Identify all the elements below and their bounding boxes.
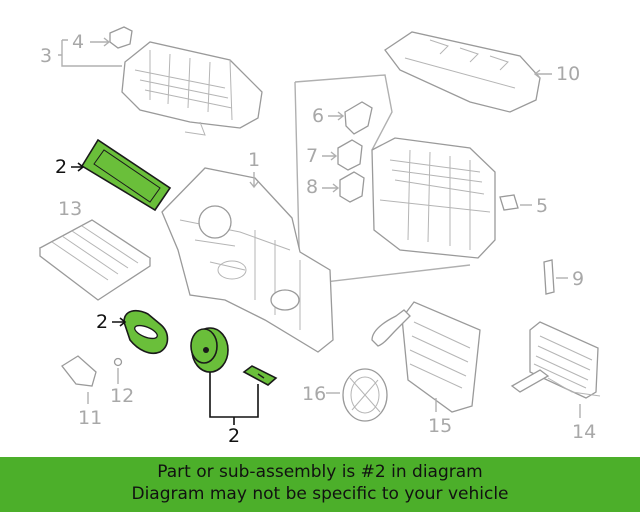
leader-4 [90,37,111,47]
callout-12: 12 [110,385,134,407]
part-9-sensor [543,259,555,295]
part-5-hvac-case [371,137,496,259]
part-5-grommet [499,194,519,211]
part-11-bracket [61,355,97,387]
callout-1: 1 [248,149,260,171]
part-4-clip [109,26,133,49]
part-14-heater-core [510,321,601,399]
part-2-seal [123,309,169,355]
callout-6: 6 [312,105,324,127]
part-2-fan-wheel [190,327,229,373]
part-10-duct [384,31,541,113]
part-7-actuator [337,139,363,171]
leader-10 [533,69,552,79]
callout-3: 3 [40,45,52,67]
leader-2-filter-frame [71,162,85,172]
leader-2-seal [112,317,127,327]
part-6-actuator [344,101,373,135]
callout-9: 9 [572,268,584,290]
callout-11: 11 [78,407,102,429]
banner-line-2: Diagram may not be specific to your vehi… [131,484,509,504]
part-8-actuator [339,171,365,203]
leader-8 [322,183,340,193]
callout-2-filter-frame: 2 [55,156,67,178]
callout-13: 13 [58,198,82,220]
part-16-blower-motor [342,368,388,422]
part-12-clip [113,357,123,367]
part-1-blower-housing [161,167,334,353]
callout-14: 14 [572,421,596,443]
callout-16: 16 [302,383,326,405]
bracket-2-fan [209,372,259,418]
part-2-cabin-filter-frame [80,138,172,212]
callout-8: 8 [306,176,318,198]
banner-line-1: Part or sub-assembly is #2 in diagram [157,462,483,482]
leader-3 [58,39,122,67]
callout-5: 5 [536,195,548,217]
callout-2-fan: 2 [228,425,240,447]
part-2-resistor [242,365,278,386]
leader-6 [328,111,345,121]
leader-7 [322,151,338,161]
callout-7: 7 [306,145,318,167]
callout-10: 10 [556,63,580,85]
part-13-cabin-air-filter [38,219,152,301]
callout-2-seal: 2 [96,311,108,333]
callout-4: 4 [72,31,84,53]
info-banner: Part or sub-assembly is #2 in diagram Di… [0,457,640,512]
leader-1 [249,172,259,189]
part-3-upper-housing [121,41,263,136]
parts-diagram: 3 4 10 6 7 8 5 2 1 [38,26,601,447]
part-15-evaporator-core [371,301,481,413]
callout-15: 15 [428,415,452,437]
bracket-5-8-top [294,74,393,151]
